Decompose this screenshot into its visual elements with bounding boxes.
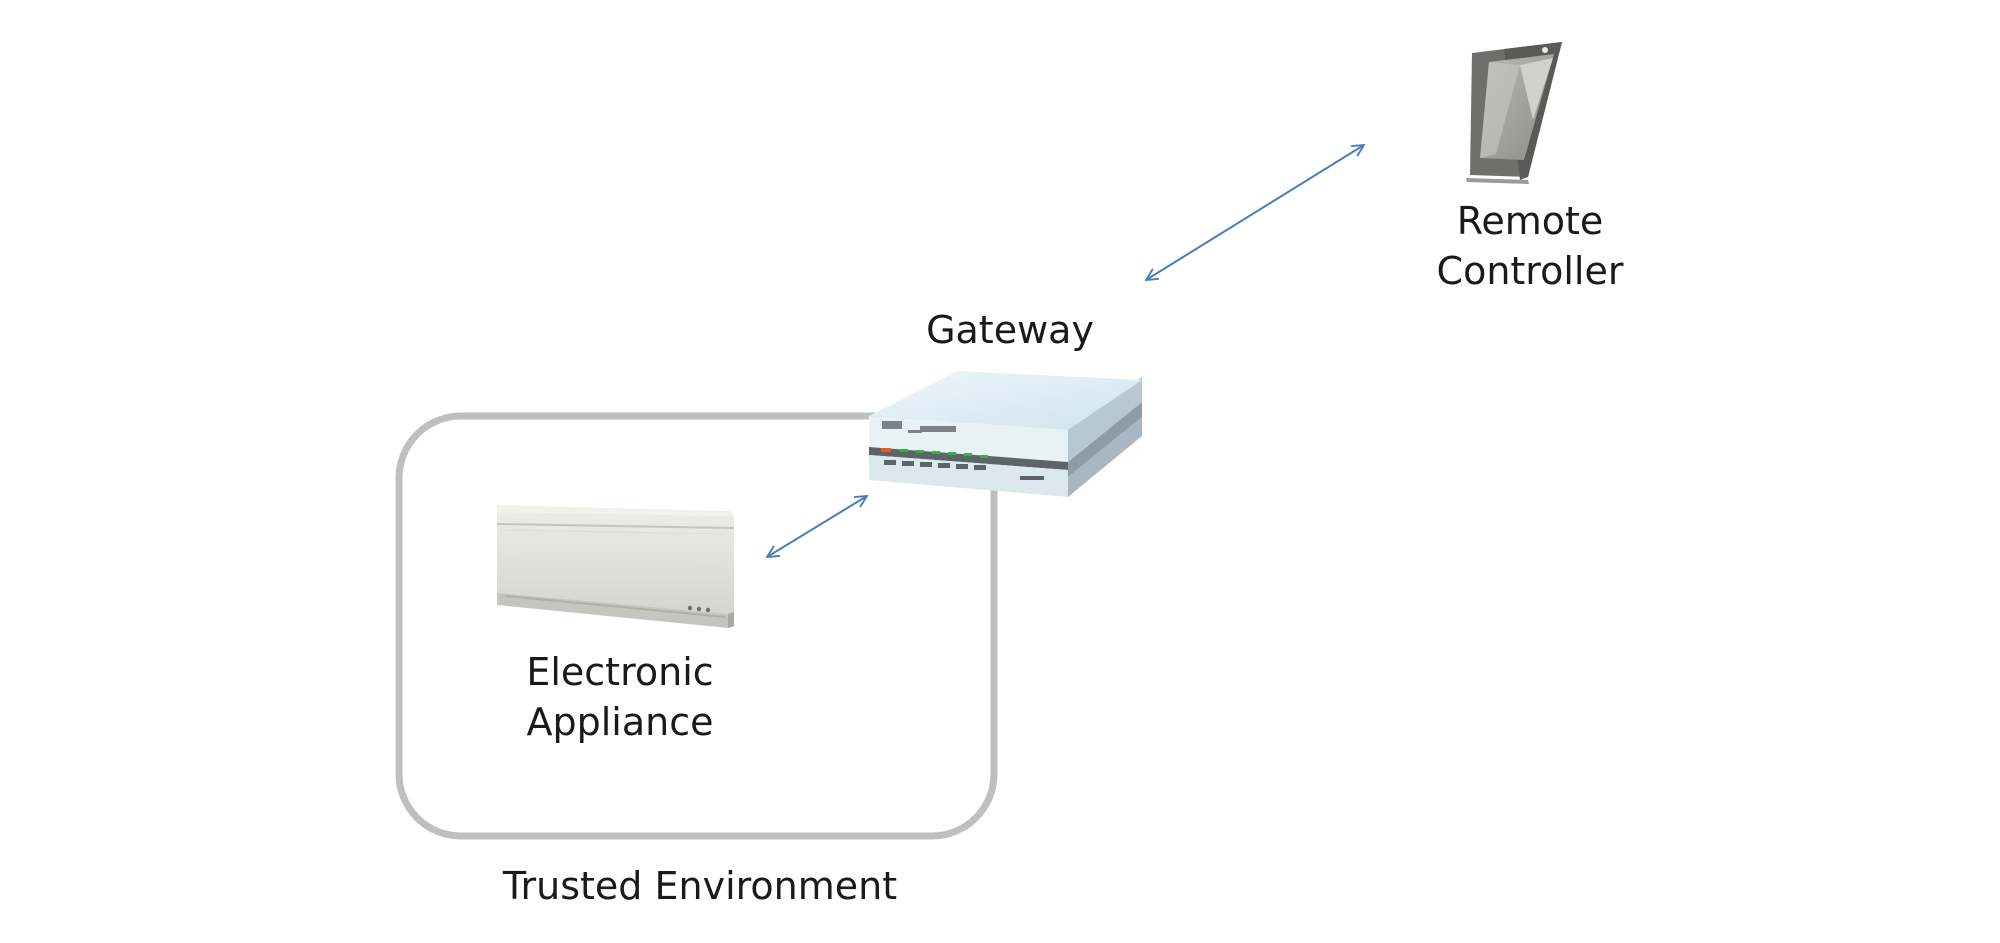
remote-controller-label-line-2: Controller [1436,249,1624,293]
remote-controller-label-line-1: Remote [1456,199,1604,243]
router-icon [869,371,1142,497]
gateway-remote-arrow [1146,145,1364,280]
air-conditioner-icon [496,505,735,628]
gateway-label: Gateway [926,308,1094,352]
appliance-label-line-1: Electronic [526,650,714,694]
appliance-label: Electronic Appliance [500,647,740,747]
remote-controller-label: Remote Controller [1410,196,1650,296]
trusted-environment-zone [395,412,998,840]
appliance-gateway-arrow [767,496,867,557]
appliance-label-line-2: Appliance [526,700,714,744]
trusted-environment-label: Trusted Environment [502,864,898,908]
smartphone-icon [1466,42,1562,184]
